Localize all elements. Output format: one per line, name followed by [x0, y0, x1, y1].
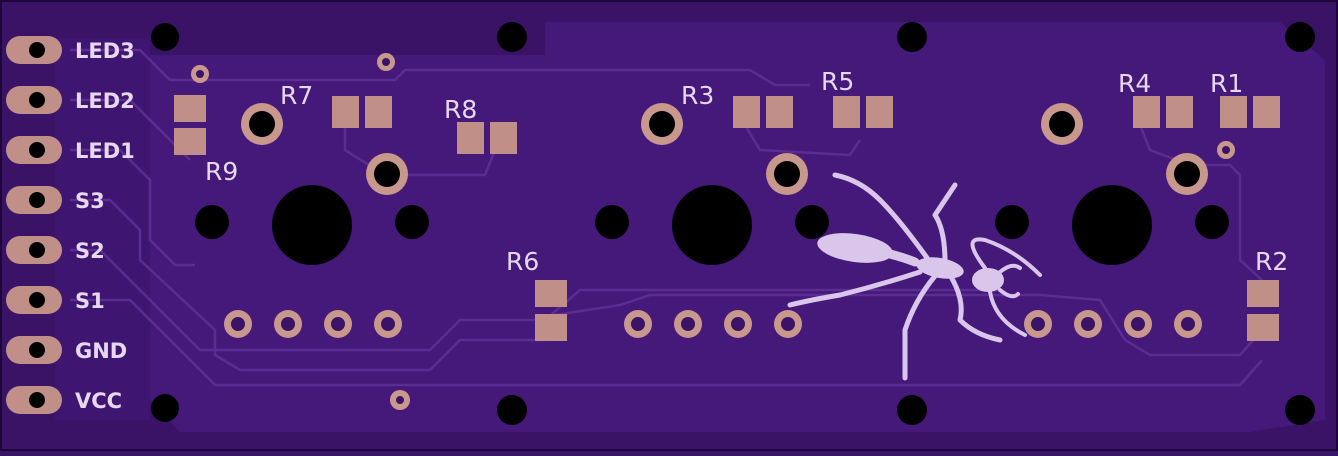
pin-label-gnd: GND: [75, 339, 127, 363]
label-r8: R8: [444, 95, 477, 124]
label-r6: R6: [506, 247, 539, 276]
resistor-pads: [174, 95, 1280, 341]
label-r1: R1: [1210, 69, 1243, 98]
vias: [191, 53, 1235, 410]
pin-label-s3: S3: [75, 189, 105, 213]
copper-pour-left: [55, 38, 150, 420]
pin-label-led3: LED3: [75, 39, 135, 63]
label-r7: R7: [280, 81, 313, 110]
label-r5: R5: [821, 67, 854, 96]
label-r3: R3: [681, 81, 714, 110]
pin-label-s2: S2: [75, 239, 105, 263]
switch-module-3: [995, 103, 1229, 338]
pin-label-led2: LED2: [75, 89, 135, 113]
label-r2: R2: [1255, 247, 1288, 276]
mounting-holes: [151, 22, 1315, 425]
label-r9: R9: [205, 157, 238, 186]
connector-header: [6, 36, 62, 414]
switch-module-2: [595, 103, 829, 338]
label-r4: R4: [1118, 69, 1151, 98]
switch-module-1: [195, 103, 429, 338]
pin-label-led1: LED1: [75, 139, 135, 163]
pin-label-s1: S1: [75, 289, 105, 313]
ant-silhouette-icon: [787, 172, 1042, 381]
pin-label-vcc: VCC: [75, 389, 122, 413]
